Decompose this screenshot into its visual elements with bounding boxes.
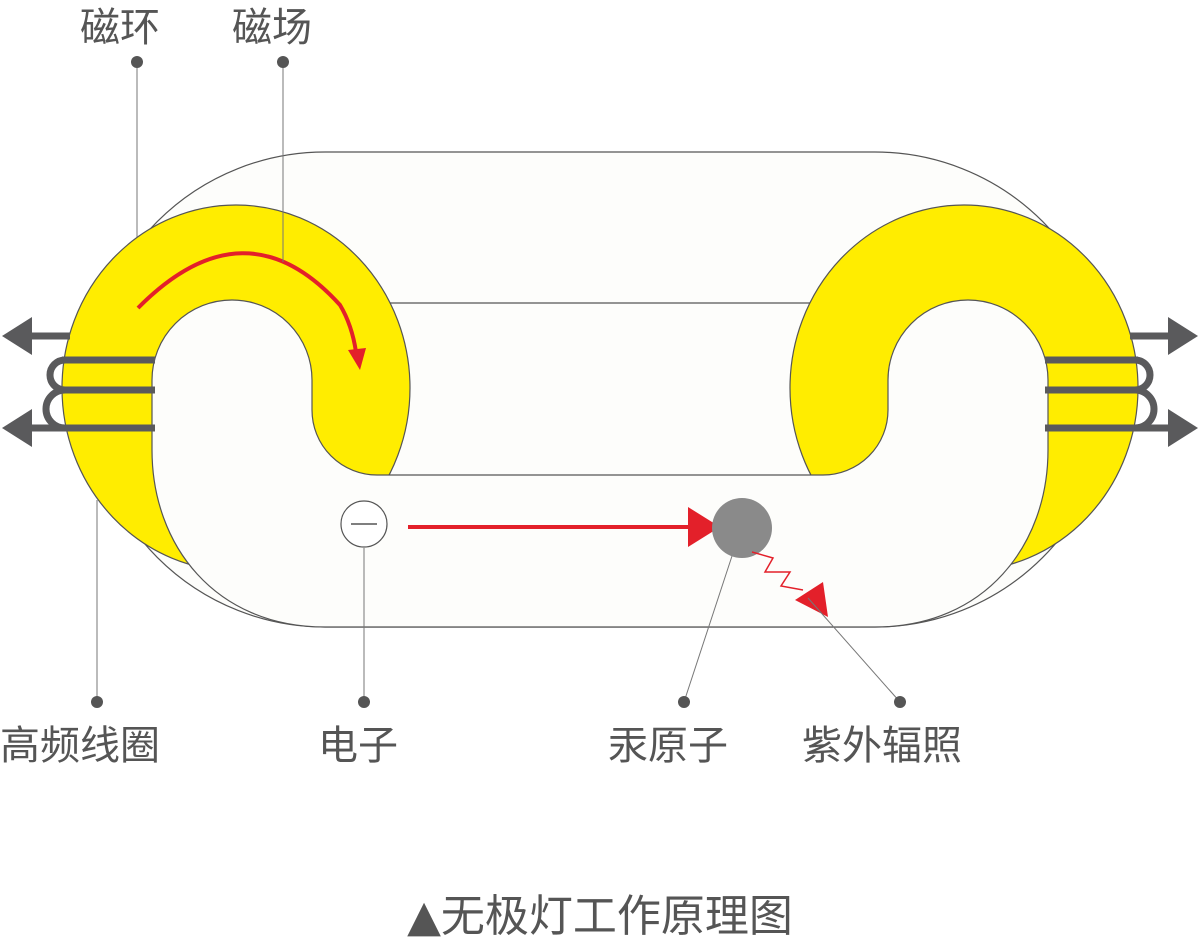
leader-dot-mercury-atom [678,696,690,708]
label-uv-radiation: 紫外辐照 [802,723,962,769]
mercury-atom-icon [712,498,772,558]
arrow-left-top [2,317,32,355]
uv-arrowhead [795,582,828,617]
leader-dot-magnetic-field [277,56,289,68]
hf-coil-right [1045,332,1175,432]
leader-uv [807,597,901,703]
hf-coil-left [25,332,155,432]
leader-dot-uv [894,696,906,708]
label-electron: 电子 [318,723,398,769]
uv-radiation-wave [751,551,804,591]
label-magnetic-field: 磁场 [232,5,312,51]
arrow-left-bottom [2,409,32,447]
label-magnetic-ring: 磁环 [80,5,160,51]
arrow-right-bottom [1168,409,1198,447]
leader-mercury-atom [683,555,733,703]
label-mercury-atom: 汞原子 [608,723,728,769]
magnetic-field-arrowhead [348,348,366,370]
magnetic-field-arrow [136,251,358,353]
lamp-tube-lower [151,299,1049,628]
diagram-title: ▲无极灯工作原理图 [407,891,793,942]
electron-arrowhead [688,507,720,547]
arrow-right-top [1168,317,1198,355]
leader-dot-hf-coil [91,696,103,708]
label-hf-coil: 高频线圈 [0,723,160,769]
leader-dot-magnetic-ring [131,56,143,68]
leader-dot-electron [358,696,370,708]
